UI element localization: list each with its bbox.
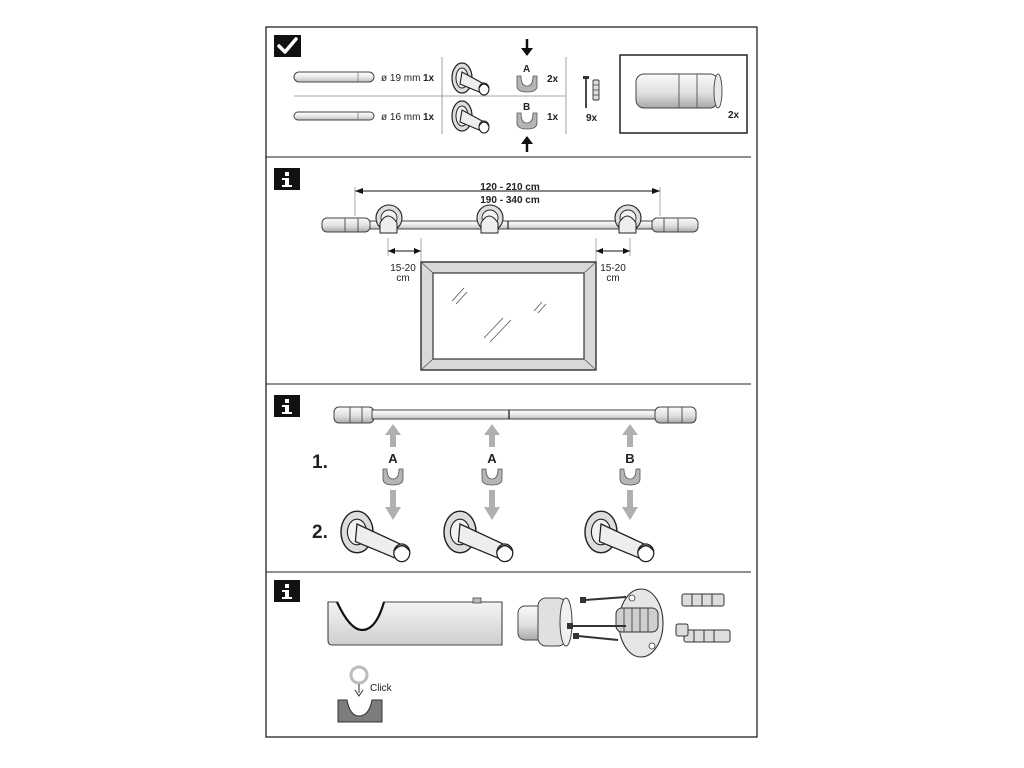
sheet-frame [265, 26, 758, 738]
wall-plugs-detail [675, 593, 731, 643]
insert-a-qty: 2x [547, 74, 559, 85]
length-long: 190 - 340 cm [480, 195, 540, 206]
screw-icon [583, 76, 600, 108]
rod-small [293, 111, 375, 121]
click-label: Click [370, 683, 393, 694]
insert-bar-detail [327, 597, 503, 646]
assembled-rod [321, 217, 699, 233]
rod-large-diameter: ø 19 mm [381, 73, 420, 84]
length-dimension-line [354, 187, 661, 216]
bracket-left-mounted [375, 204, 403, 234]
step-2-number: 2. [312, 522, 328, 543]
rod-small-diameter: ø 16 mm [381, 112, 420, 123]
info-icon [274, 580, 300, 602]
overhang-left-value: 15-20 [390, 263, 416, 274]
insert-middle-label: A [487, 451, 497, 466]
insert-b-label: B [523, 102, 530, 113]
insert-column-right [619, 424, 641, 520]
overhang-right-value: 15-20 [600, 263, 626, 274]
info-icon [274, 395, 300, 417]
overhang-left-unit: cm [396, 273, 409, 284]
bracket-exploded-view [517, 588, 664, 658]
bracket-step-left [340, 510, 411, 563]
insert-column-left [382, 424, 404, 520]
bracket-step-middle [443, 510, 514, 563]
rod-small-qty: 1x [423, 112, 435, 123]
rod-large-qty: 1x [423, 73, 435, 84]
bracket-right-mounted [614, 204, 642, 234]
click-detail [337, 665, 383, 723]
window-illustration [420, 261, 597, 371]
bracket-step-right [584, 510, 655, 563]
arrow-up-icon [521, 136, 533, 152]
insert-b-qty: 1x [547, 112, 559, 123]
endcap-qty: 2x [728, 110, 740, 121]
insert-right-label: B [625, 451, 634, 466]
insert-a-label: A [523, 64, 530, 75]
insert-column-middle [481, 424, 503, 520]
screw-qty: 9x [586, 113, 598, 124]
screws-detail [567, 596, 627, 641]
check-icon [274, 35, 301, 57]
rod-large [293, 71, 375, 83]
length-short: 120 - 210 cm [480, 182, 540, 193]
arrow-down-icon [521, 39, 533, 56]
info-icon [274, 168, 300, 190]
insert-left-label: A [388, 451, 398, 466]
overhang-right-unit: cm [606, 273, 619, 284]
step-1-number: 1. [312, 452, 328, 473]
rod-assembled-step [333, 406, 697, 424]
bracket-center-mounted [476, 204, 504, 234]
endcap-illustration [635, 73, 723, 109]
